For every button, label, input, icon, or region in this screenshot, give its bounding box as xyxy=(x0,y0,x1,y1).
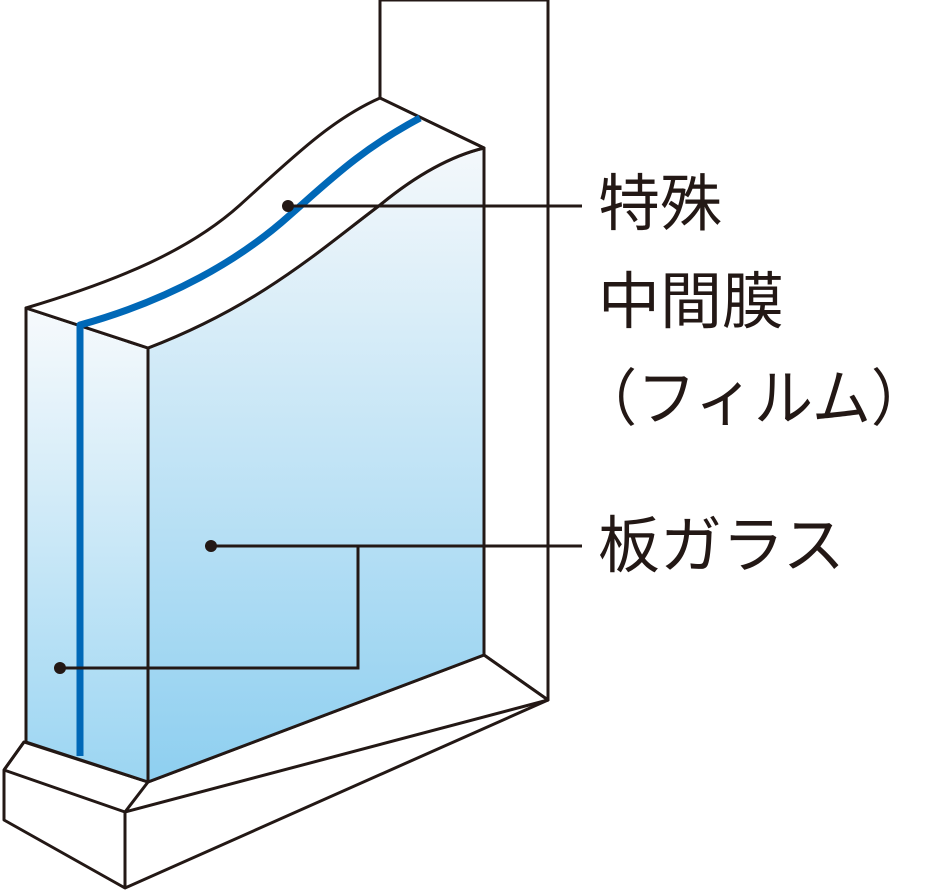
glass-top-edge xyxy=(24,96,486,350)
glass-side-face xyxy=(24,306,150,784)
interlayer-film xyxy=(76,114,422,756)
glass-leader-branch xyxy=(60,546,360,670)
film-label-line1: 特殊 xyxy=(598,167,722,240)
film-label-line3: （フィルム） xyxy=(578,362,930,435)
film-pointer-dot xyxy=(282,200,294,212)
film-label-line2: 中間膜 xyxy=(598,265,784,338)
leader-dots xyxy=(54,200,294,674)
leader-lines xyxy=(60,204,582,670)
glass-pointer-dot-front xyxy=(205,540,217,552)
glass-pointer-dot-side xyxy=(54,662,66,674)
glass-label: 板ガラス xyxy=(598,509,845,582)
